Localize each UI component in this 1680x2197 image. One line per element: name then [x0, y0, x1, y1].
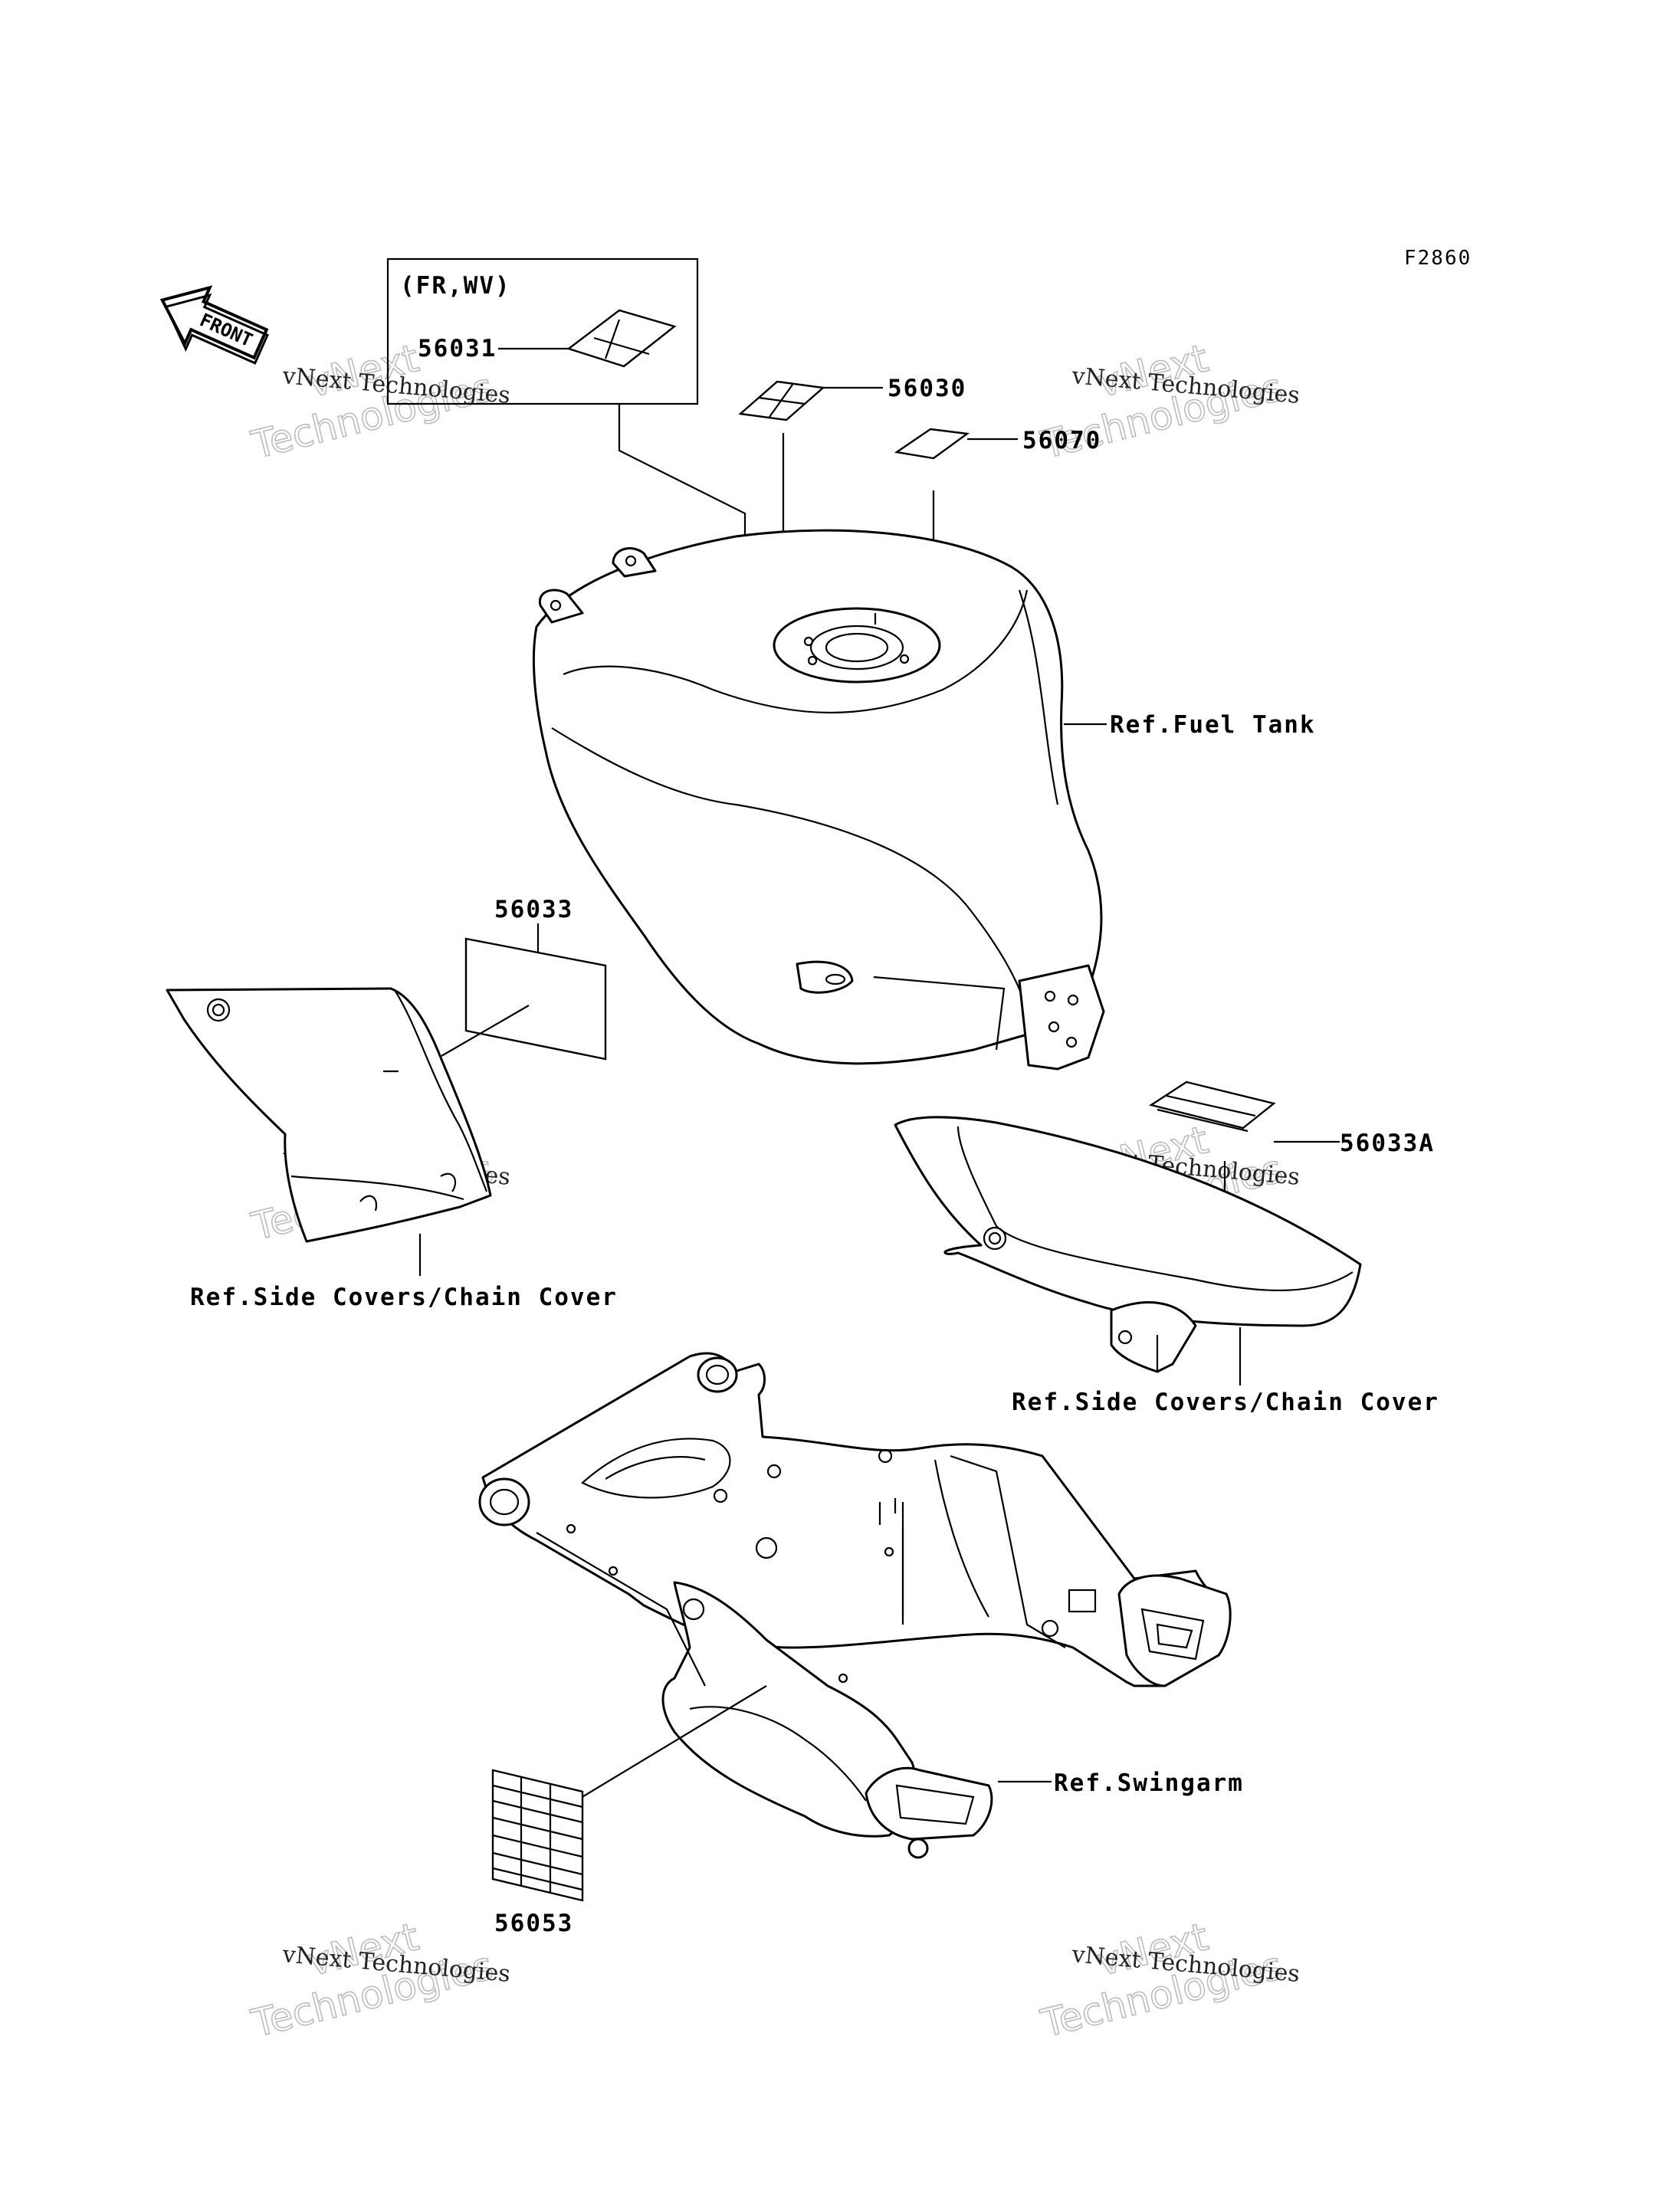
swingarm: Ref.Swingarm [478, 1352, 1244, 1859]
region-label: (FR,WV) [400, 272, 511, 300]
region-box: (FR,WV) 56031 [386, 257, 746, 592]
part-number-56053: 56053 [494, 1910, 573, 1937]
side-cover-left: Ref.Side Covers/Chain Cover [166, 987, 618, 1311]
part-number-56031: 56031 [418, 335, 497, 362]
chain-cover-right: Ref.Side Covers/Chain Cover [894, 1116, 1439, 1416]
ref-side-covers-left: Ref.Side Covers/Chain Cover [190, 1284, 618, 1311]
decal-56070-group: 56070 [894, 427, 1101, 705]
part-number-56070: 56070 [1022, 427, 1101, 454]
ref-swingarm: Ref.Swingarm [1054, 1769, 1244, 1797]
part-number-56033: 56033 [494, 896, 573, 923]
front-arrow-icon: FRONT [159, 285, 269, 365]
decal-56033-group: 56033 [441, 896, 607, 1061]
decal-56070 [894, 428, 970, 460]
part-number-56033A: 56033A [1340, 1130, 1435, 1157]
decal-56033A-group: 56033A [1149, 1080, 1435, 1253]
ref-fuel-tank: Ref.Fuel Tank [1110, 711, 1316, 739]
decal-56033A [1149, 1080, 1276, 1130]
decal-56031 [566, 309, 677, 368]
fuel-tank: Ref.Fuel Tank [532, 529, 1316, 1071]
decal-56053-group: 56053 [491, 1685, 767, 1937]
decal-56053 [491, 1769, 584, 1902]
ref-side-covers-right: Ref.Side Covers/Chain Cover [1012, 1389, 1439, 1416]
part-number-56030: 56030 [888, 375, 966, 402]
decal-56033 [464, 937, 607, 1061]
figure-code: F2860 [1404, 247, 1472, 270]
decal-56030-group: 56030 [738, 375, 966, 598]
